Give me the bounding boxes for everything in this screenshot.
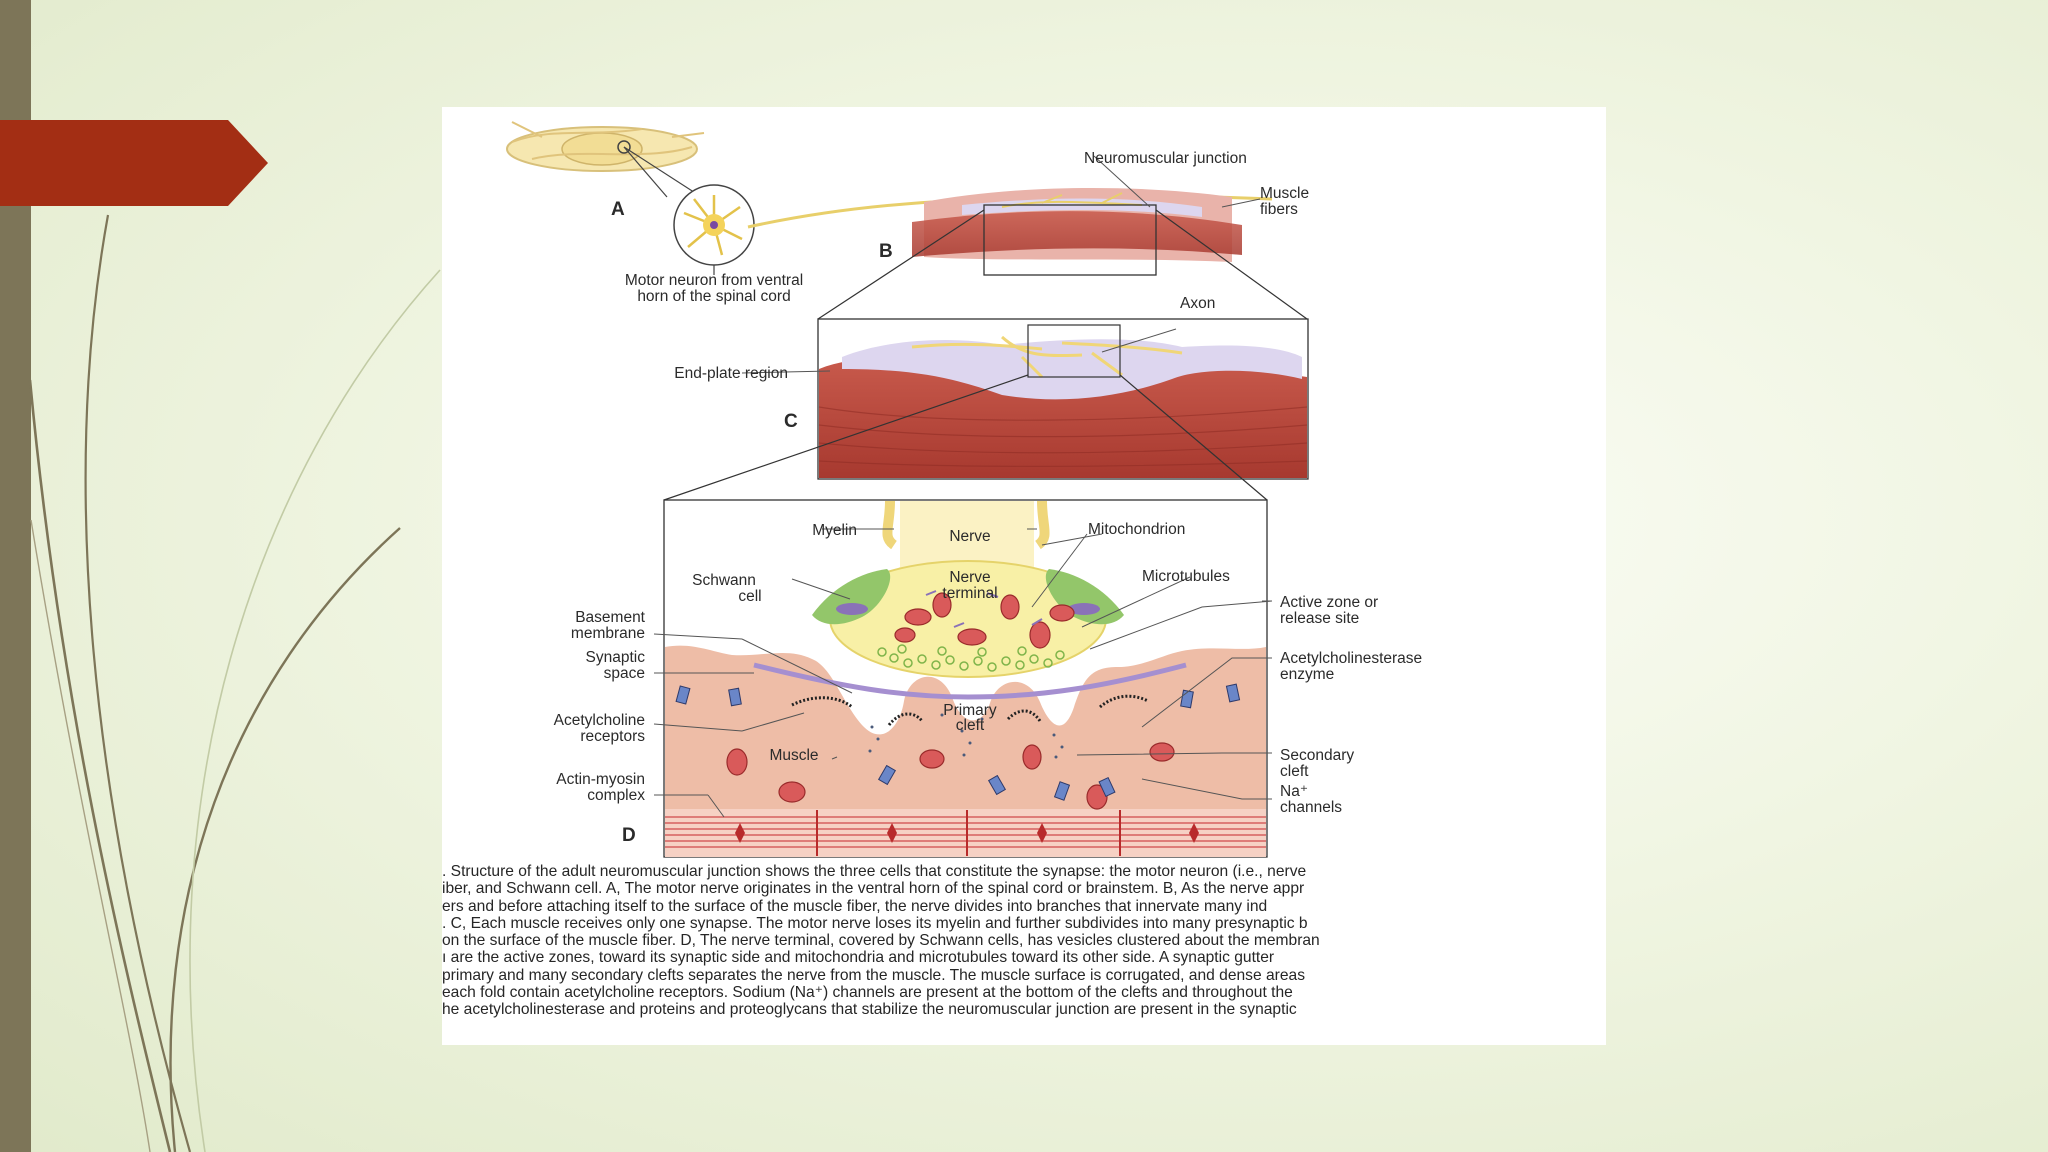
- label-schwann-cell-1: Schwann: [692, 572, 756, 589]
- label-secondary-cleft-1: Secondary: [1280, 747, 1354, 764]
- label-na-channels-1: Na⁺: [1280, 783, 1308, 800]
- label-schwann-cell-2: cell: [738, 588, 761, 605]
- label-nerve-terminal-2: terminal: [942, 585, 997, 602]
- label-synaptic-space-1: Synaptic: [586, 649, 646, 666]
- label-active-zone-2: release site: [1280, 610, 1359, 627]
- end-plate-illustration: [663, 318, 1309, 501]
- caption-line: ı are the active zones, toward its synap…: [442, 949, 1275, 967]
- label-muscle: Muscle: [769, 747, 818, 764]
- label-end-plate-region: End-plate region: [674, 365, 788, 382]
- label-basement-membrane-1: Basement: [575, 609, 645, 626]
- label-axon: Axon: [1180, 295, 1215, 312]
- panel-letter-c: C: [784, 411, 798, 432]
- label-nerve: Nerve: [949, 528, 990, 545]
- label-muscle-fibers-2: fibers: [1260, 201, 1298, 218]
- label-ache-enzyme-2: enzyme: [1280, 666, 1334, 683]
- label-motor-neuron-2: horn of the spinal cord: [637, 288, 790, 305]
- label-myelin: Myelin: [812, 522, 857, 539]
- label-active-zone-1: Active zone or: [1280, 594, 1378, 611]
- neuromuscular-junction-figure: A B C D Neuromuscular junction Muscle fi…: [442, 107, 1606, 1045]
- label-mitochondrion: Mitochondrion: [1088, 521, 1185, 538]
- panel-letter-d: D: [622, 825, 636, 846]
- muscle-fibers-illustration: [817, 155, 1308, 320]
- red-arrow-banner: [0, 120, 268, 206]
- label-ach-receptors-2: receptors: [580, 728, 645, 745]
- label-synaptic-space-2: space: [604, 665, 645, 682]
- label-ach-receptors-1: Acetylcholine: [554, 712, 645, 729]
- caption-line: ers and before attaching itself to the s…: [442, 897, 1268, 915]
- label-actin-myosin-1: Actin-myosin: [556, 771, 645, 788]
- label-neuromuscular-junction: Neuromuscular junction: [1084, 150, 1247, 167]
- caption-line: . C, Each muscle receives only one synap…: [442, 914, 1308, 932]
- label-muscle-fibers-1: Muscle: [1260, 185, 1309, 202]
- label-nerve-terminal-1: Nerve: [949, 569, 990, 586]
- caption-line: . Structure of the adult neuromuscular j…: [442, 863, 1307, 880]
- panel-letter-a: A: [611, 199, 625, 220]
- label-basement-membrane-2: membrane: [571, 625, 645, 642]
- caption-line: on the surface of the muscle fiber. D, T…: [442, 932, 1320, 950]
- label-motor-neuron-1: Motor neuron from ventral: [625, 272, 803, 289]
- label-secondary-cleft-2: cleft: [1280, 763, 1309, 780]
- label-microtubules: Microtubules: [1142, 568, 1230, 585]
- label-na-channels-2: channels: [1280, 799, 1342, 816]
- label-primary-cleft-1: Primary: [943, 702, 997, 719]
- caption-line: each fold contain acetylcholine receptor…: [442, 984, 1293, 1002]
- label-actin-myosin-2: complex: [587, 787, 645, 804]
- label-primary-cleft-2: cleft: [956, 717, 985, 734]
- figure-caption: . Structure of the adult neuromuscular j…: [442, 863, 1606, 1019]
- caption-line: he acetylcholinesterase and proteins and…: [442, 1001, 1297, 1019]
- caption-line: iber, and Schwann cell. A, The motor ner…: [442, 880, 1305, 898]
- synapse-detail-illustration: [653, 499, 1273, 858]
- caption-line: primary and many secondary clefts separa…: [442, 966, 1305, 984]
- panel-letter-b: B: [879, 241, 893, 262]
- label-ache-enzyme-1: Acetylcholinesterase: [1280, 650, 1422, 667]
- decorative-curves: [28, 214, 441, 1152]
